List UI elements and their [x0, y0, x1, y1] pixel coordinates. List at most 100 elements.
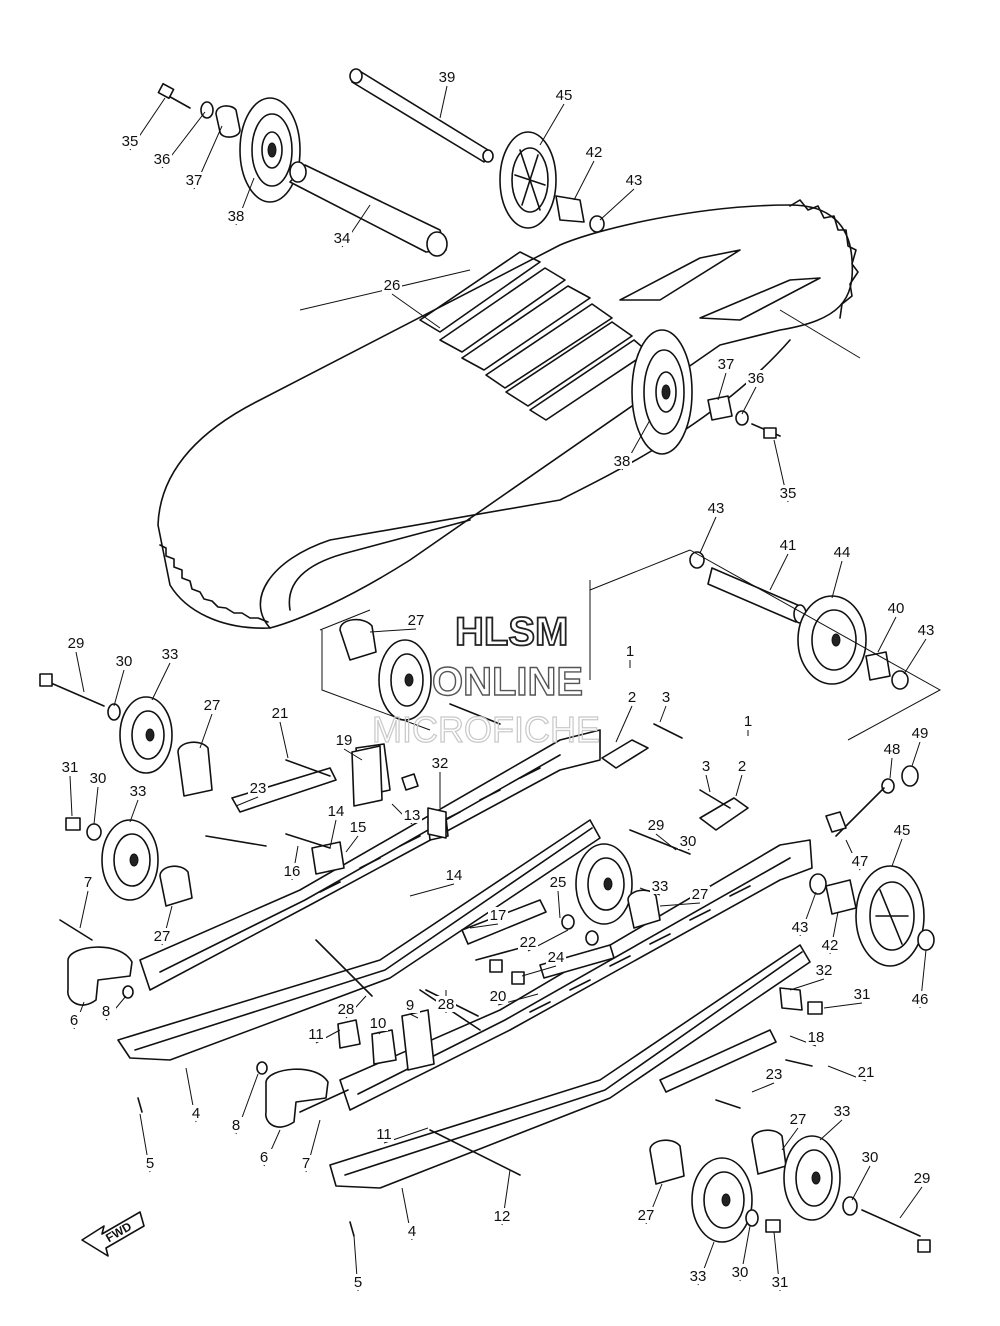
callout-c31b: 31	[854, 986, 871, 1003]
callout-bg-c30c	[678, 833, 698, 849]
callout-c32b: 32	[816, 962, 833, 979]
callout-bg-c8a	[96, 1003, 116, 1019]
callout-bg-c46	[910, 991, 930, 1007]
callout-c1a: 1	[626, 643, 634, 660]
leader-line-c2b	[735, 774, 743, 797]
leader-line-c41	[769, 553, 789, 591]
callout-bg-c48	[882, 741, 902, 757]
leader-line-c40	[877, 616, 897, 653]
callout-c3a: 3	[662, 689, 670, 706]
callout-bg-c32a	[430, 755, 450, 771]
leader-line-c27b	[199, 713, 213, 749]
leader-line-c15	[345, 835, 359, 853]
callout-bg-c11b	[374, 1126, 394, 1142]
leader-line-c31a	[69, 775, 73, 817]
callout-bg-c33c	[650, 878, 670, 894]
callout-c3b: 3	[702, 758, 710, 775]
callout-c34: 34	[334, 230, 351, 247]
callout-c7b: 7	[302, 1155, 310, 1172]
callout-bg-c23b	[764, 1066, 784, 1082]
callout-c40: 40	[888, 600, 905, 617]
leader-line-c29a	[75, 651, 85, 693]
rear-upper-axle	[589, 549, 942, 741]
leader-line-c27d	[659, 902, 701, 907]
callout-bg-c4b	[402, 1223, 422, 1239]
callout-c20: 20	[490, 988, 507, 1005]
leader-line-c43c	[903, 638, 927, 675]
leader-line-c23b	[751, 1082, 775, 1093]
callout-c25: 25	[550, 874, 567, 891]
callout-c14b: 14	[446, 867, 463, 884]
callout-c43d: 43	[792, 919, 809, 936]
callout-c11b: 11	[376, 1126, 392, 1143]
callout-c38b: 38	[614, 453, 631, 470]
callout-bg-c42a	[584, 144, 604, 160]
callout-bg-c11a	[306, 1026, 326, 1042]
callout-bg-c37a	[184, 172, 204, 188]
callout-bg-c7b	[296, 1155, 316, 1171]
leader-line-c7a	[79, 890, 89, 929]
callout-bg-c1a	[620, 643, 640, 659]
callout-bg-c43d	[790, 919, 810, 935]
leader-line-c39	[439, 85, 448, 119]
leader-line-c27a	[369, 628, 417, 633]
callout-bg-c3a	[656, 689, 676, 705]
callout-c29c: 29	[914, 1170, 931, 1187]
callout-c35b: 35	[780, 485, 797, 502]
callout-c27d: 27	[692, 886, 709, 903]
callout-c14a: 14	[328, 803, 345, 820]
leader-line-c44	[831, 560, 843, 599]
callout-bg-c14a	[326, 803, 346, 819]
leader-line-c49	[911, 741, 921, 767]
callout-c33b: 33	[130, 783, 147, 800]
leader-line-c30d	[851, 1165, 871, 1201]
watermark-line3: MICROFICHE	[372, 709, 600, 750]
callout-bg-c27f	[636, 1207, 656, 1223]
leader-line-c27e	[781, 1127, 799, 1151]
callout-c28a: 28	[338, 1001, 355, 1018]
callout-bg-c2a	[622, 689, 642, 705]
callout-c5a: 5	[146, 1155, 154, 1172]
watermark-line1: HLSM	[455, 610, 568, 654]
leader-line-c26	[391, 293, 441, 329]
callout-bg-c15	[348, 819, 368, 835]
callout-c32a: 32	[432, 755, 449, 772]
callout-bg-c33e	[688, 1268, 708, 1284]
callout-c7a: 7	[84, 874, 92, 891]
callout-c27e: 27	[790, 1111, 807, 1128]
leader-line-c24	[521, 965, 557, 977]
watermark-line2: ONLINE	[432, 660, 583, 704]
callout-bg-c28b	[436, 996, 456, 1012]
callout-bg-c45b	[892, 822, 912, 838]
callout-bg-c35b	[778, 485, 798, 501]
leader-line-c3a	[659, 705, 667, 723]
leader-line-c36b	[741, 386, 757, 415]
callout-c9: 9	[406, 997, 414, 1014]
callout-bg-c27e	[788, 1111, 808, 1127]
callout-c48: 48	[884, 741, 901, 758]
callout-bg-c29b	[646, 817, 666, 833]
slider-shoes	[67, 946, 813, 1237]
leader-line-c29c	[899, 1186, 923, 1219]
callout-c43b: 43	[708, 500, 725, 517]
callout-bg-c12	[492, 1208, 512, 1224]
callout-c30a: 30	[116, 653, 133, 670]
callout-c31a: 31	[62, 759, 79, 776]
callout-bg-c49	[910, 725, 930, 741]
callout-bg-c33a	[160, 646, 180, 662]
callout-c39: 39	[439, 69, 456, 86]
callout-bg-c4a	[186, 1105, 206, 1121]
fwd-direction-arrow: FWD	[81, 1211, 145, 1257]
callout-bg-c13	[402, 807, 422, 823]
callout-bg-c27d	[690, 886, 710, 902]
callout-c36a: 36	[154, 151, 171, 168]
callout-c30b: 30	[90, 770, 107, 787]
callout-bg-c24	[546, 949, 566, 965]
bottom-wheels	[649, 1129, 931, 1253]
callout-bg-c21b	[856, 1064, 876, 1080]
leader-line-c23a	[235, 796, 259, 807]
callout-bg-c3b	[696, 758, 716, 774]
callout-bg-c33d	[832, 1103, 852, 1119]
callout-bg-c30a	[114, 653, 134, 669]
